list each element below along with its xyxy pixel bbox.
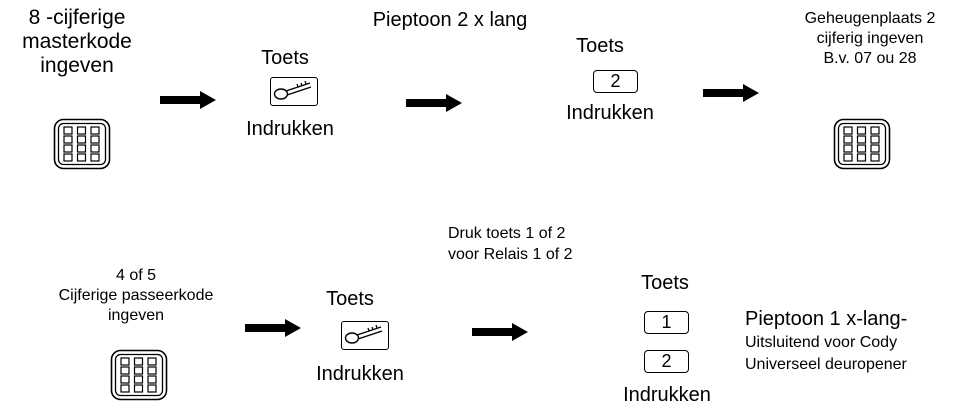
row1-step4-line2: cijferig ingeven <box>816 29 924 47</box>
right-arrow-icon <box>703 84 759 102</box>
keypad-icon <box>833 118 891 170</box>
row2-result-line3: Universeel deuropener <box>745 355 907 373</box>
right-arrow-icon <box>406 94 462 112</box>
row2-relay-text: Druk toets 1 of 2 voor Relais 1 of 2 <box>448 224 573 266</box>
key-icon <box>270 77 318 106</box>
row1-step3-top: Toets <box>576 35 624 57</box>
row2-step3-top: Toets <box>641 272 689 294</box>
row1-step4-line3: B.v. 07 ou 28 <box>823 49 917 67</box>
row1-step1-line3: ingeven <box>40 54 114 78</box>
right-arrow-icon <box>160 91 216 109</box>
button-2: 2 <box>644 350 689 373</box>
row2-step1-text: 4 of 5 Cijferige passeerkode ingeven <box>20 266 252 326</box>
row1-beep-text: Pieptoon 2 x lang <box>372 9 528 31</box>
row2-relay-line2: voor Relais 1 of 2 <box>448 245 573 263</box>
button-2: 2 <box>593 70 638 93</box>
row2-relay-line1: Druk toets 1 of 2 <box>448 225 566 242</box>
keypad-icon <box>110 349 168 401</box>
row2-step1-line1: 4 of 5 <box>115 267 157 284</box>
row2-step2-bottom: Indrukken <box>316 363 404 385</box>
row1-step2-top: Toets <box>261 47 309 69</box>
row2-result-line1: Pieptoon 1 x-lang- <box>745 308 908 330</box>
row1-step1-text: 8 -cijferige masterkode ingeven <box>2 6 152 78</box>
right-arrow-icon <box>245 319 301 337</box>
button-1: 1 <box>644 311 689 334</box>
row1-step4-text: Geheugenplaats 2 cijferig ingeven B.v. 0… <box>775 9 963 68</box>
row1-step3-bottom: Indrukken <box>566 102 654 124</box>
row1-step4-line1: Geheugenplaats 2 <box>804 10 936 27</box>
row2-step2-top: Toets <box>326 288 374 310</box>
row2-result-line2: Uitsluitend voor Cody <box>745 334 898 352</box>
right-arrow-icon <box>472 323 528 341</box>
keypad-icon <box>53 118 111 170</box>
key-icon-glyph <box>344 324 383 344</box>
row2-step3-bottom: Indrukken <box>623 384 711 406</box>
row1-step1-line2: masterkode <box>22 30 132 54</box>
row2-result-text: Pieptoon 1 x-lang- Uitsluitend voor Cody… <box>745 306 907 375</box>
key-icon <box>341 321 389 350</box>
row1-step1-line1: 8 -cijferige <box>28 6 126 29</box>
row1-step2-bottom: Indrukken <box>246 118 334 140</box>
key-icon-glyph <box>273 80 312 100</box>
row2-step1-line2: Cijferige passeerkode <box>58 287 214 304</box>
row2-step1-line3: ingeven <box>107 307 165 324</box>
